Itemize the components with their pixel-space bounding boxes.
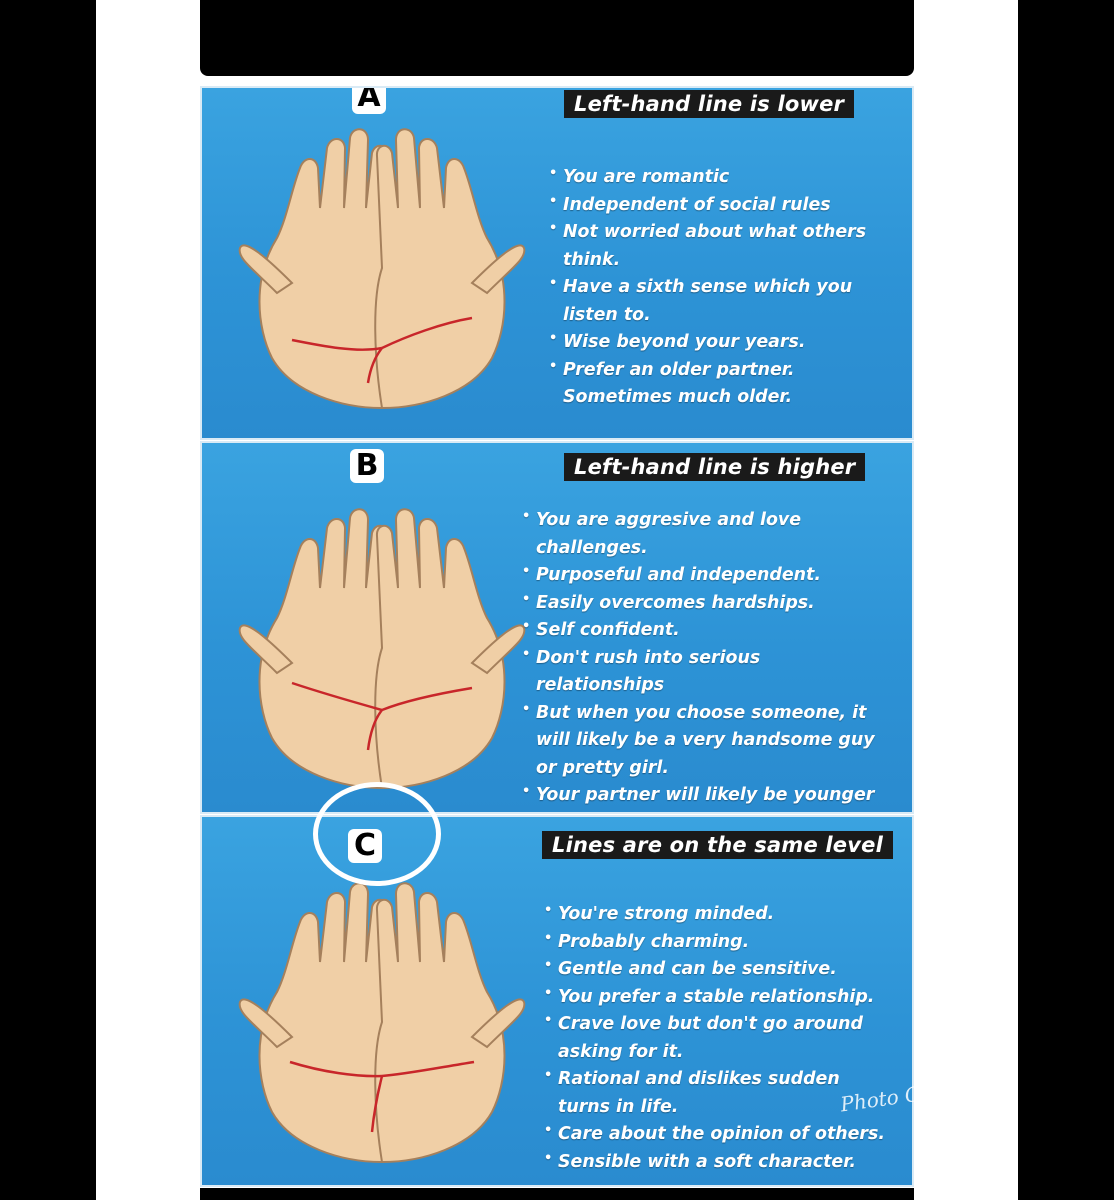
trait-item: Prefer an older partner. Sometimes much … xyxy=(547,353,887,412)
trait-item: Your partner will likely be younger than… xyxy=(520,778,890,812)
panel-title: Left-hand line is higher xyxy=(564,453,866,481)
trait-item: Rational and dislikes sudden turns in li… xyxy=(542,1062,897,1121)
trait-list: You're strong minded. Probably charming.… xyxy=(542,897,897,1177)
trait-item: You are romantic xyxy=(547,160,887,192)
cupped-hands-illustration xyxy=(238,128,526,410)
trait-item: Purposeful and independent. xyxy=(520,558,890,590)
trait-item: Care about the opinion of others. xyxy=(542,1117,897,1149)
panel-letter: B xyxy=(350,449,384,483)
panel-c: C Lines are on the same level You're str… xyxy=(200,815,914,1187)
trait-item: But when you choose someone, it will lik… xyxy=(520,696,890,783)
trait-item: Wise beyond your years. xyxy=(547,325,887,357)
highlight-circle xyxy=(313,782,441,886)
trait-item: You are aggresive and love challenges. xyxy=(520,503,890,562)
palm-lines xyxy=(291,681,473,751)
trait-item: Gentle and can be sensitive. xyxy=(542,952,897,984)
panel-title: Lines are on the same level xyxy=(542,831,893,859)
trait-item: Sensible with a soft character. xyxy=(542,1145,897,1177)
top-black-bar xyxy=(200,0,914,76)
bottom-black-bar xyxy=(200,1188,914,1200)
palm-lines xyxy=(291,316,473,384)
trait-item: Self confident. xyxy=(520,613,890,645)
trait-item: Not worried about what others think. xyxy=(547,215,887,274)
trait-list: You are romantic Independent of social r… xyxy=(547,160,887,412)
trait-item: Have a sixth sense which you listen to. xyxy=(547,270,887,329)
trait-item: Probably charming. xyxy=(542,925,897,957)
panel-a: A Left-hand line is lower You are romant… xyxy=(200,86,914,440)
top-gap xyxy=(200,76,914,88)
trait-list: You are aggresive and love challenges. P… xyxy=(520,503,890,812)
panel-title: Left-hand line is lower xyxy=(564,90,855,118)
cupped-hands-illustration xyxy=(238,882,526,1164)
panel-letter: A xyxy=(352,88,386,114)
trait-item: Independent of social rules xyxy=(547,188,887,220)
trait-item: Don't rush into serious relationships xyxy=(520,641,890,700)
trait-item: You're strong minded. xyxy=(542,897,897,929)
trait-item: You prefer a stable relationship. xyxy=(542,980,897,1012)
panel-b: B Left-hand line is higher You are aggre… xyxy=(200,441,914,814)
cupped-hands-illustration xyxy=(238,508,526,790)
palm-lines xyxy=(289,1060,475,1133)
trait-item: Crave love but don't go around asking fo… xyxy=(542,1007,897,1066)
trait-item: Easily overcomes hardships. xyxy=(520,586,890,618)
